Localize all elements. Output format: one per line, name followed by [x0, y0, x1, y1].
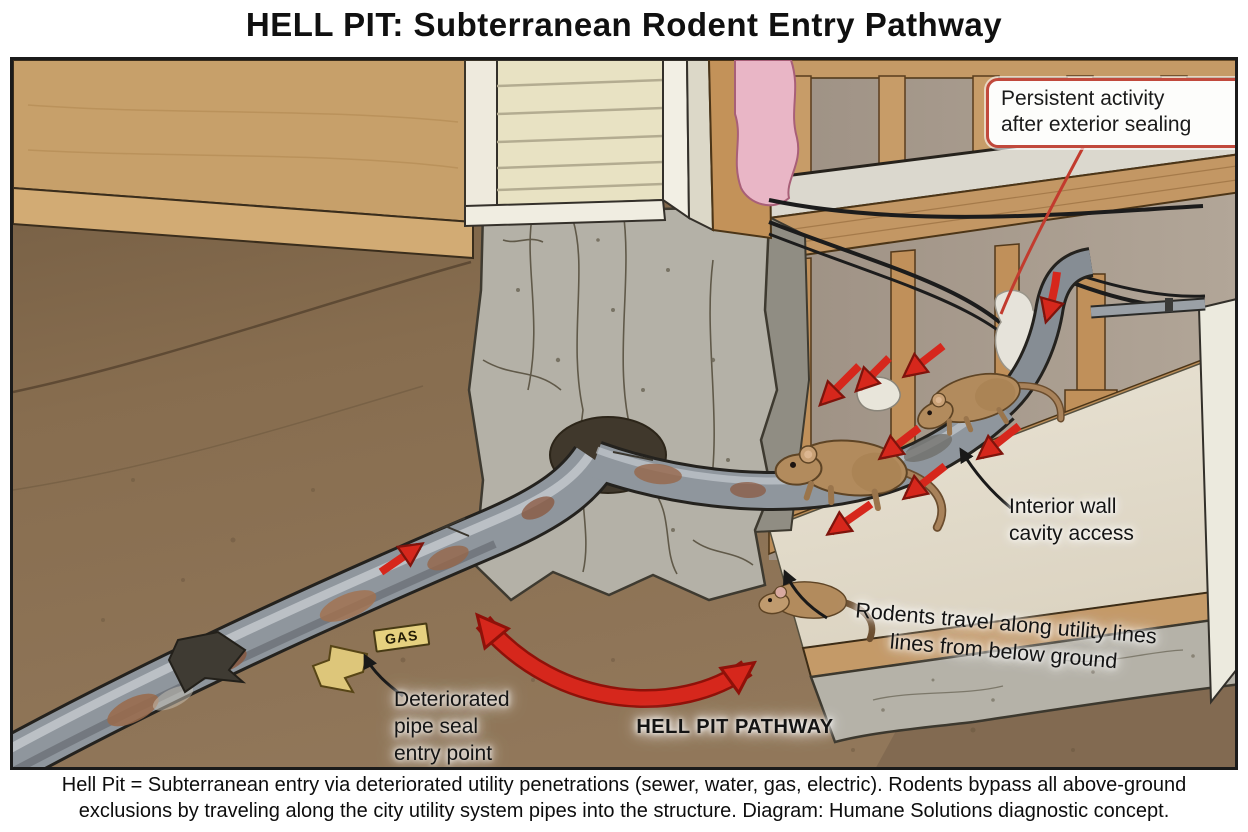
red-flow-arrows [378, 271, 1057, 576]
rodent-eye [927, 410, 933, 416]
pipe-cracks [432, 451, 654, 537]
rodent-eye [767, 598, 773, 603]
corner-trim [662, 60, 691, 220]
hellpit-path-arrow [483, 622, 747, 708]
sill-band [801, 587, 1235, 679]
label-deteriorated-pipe-seal: Deteriorated pipe seal entry point [394, 688, 510, 765]
siding-left-trim [464, 60, 498, 212]
wood-fence [13, 60, 474, 260]
caption-text: Hell Pit = Subterranean entry via deteri… [61, 774, 1187, 822]
callout-leader-line [999, 139, 1089, 315]
siding-bottom-trim [464, 198, 667, 228]
corner-wall-strip [1197, 298, 1235, 705]
clapboard-lines [496, 78, 664, 192]
label-interior-wall-cavity: Interior wall cavity access [1009, 495, 1134, 545]
pipe-breach-hole [167, 630, 247, 694]
scene-art [13, 60, 1235, 767]
page-title: HELL PIT: Subterranean Rodent Entry Path… [245, 6, 1003, 43]
slab-edge [809, 615, 1235, 744]
rodent-ear [774, 585, 787, 599]
rodent [758, 581, 876, 643]
conduit-pipe [1090, 297, 1206, 319]
label-hell-pit-pathway: HELL PIT PATHWAY [636, 716, 834, 738]
house-siding [464, 60, 800, 240]
label-leader-arrows [363, 447, 1012, 698]
callout-persistent-activity: Persistent activity after exterior seali… [986, 78, 1235, 148]
rodent-eye [790, 461, 797, 468]
illustration-panel: Persistent activity after exterior seali… [10, 57, 1238, 770]
insulation-batt [734, 60, 800, 207]
rodent [917, 373, 1065, 436]
